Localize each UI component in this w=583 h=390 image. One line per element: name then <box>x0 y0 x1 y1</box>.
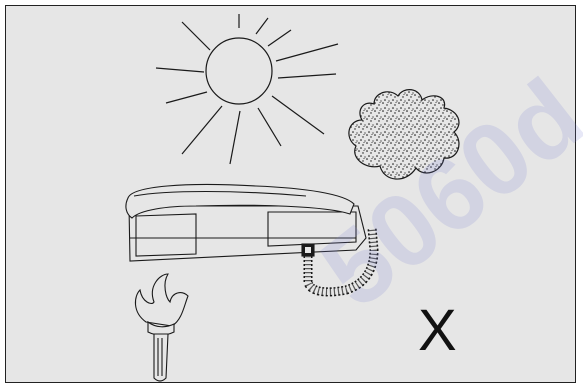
torch-flame-icon <box>135 274 188 381</box>
figure-frame: X <box>5 5 576 383</box>
figure-drawing <box>6 6 576 383</box>
cloud-icon <box>349 90 459 179</box>
x-mark-label: X <box>418 302 457 360</box>
sun-icon <box>156 14 338 164</box>
